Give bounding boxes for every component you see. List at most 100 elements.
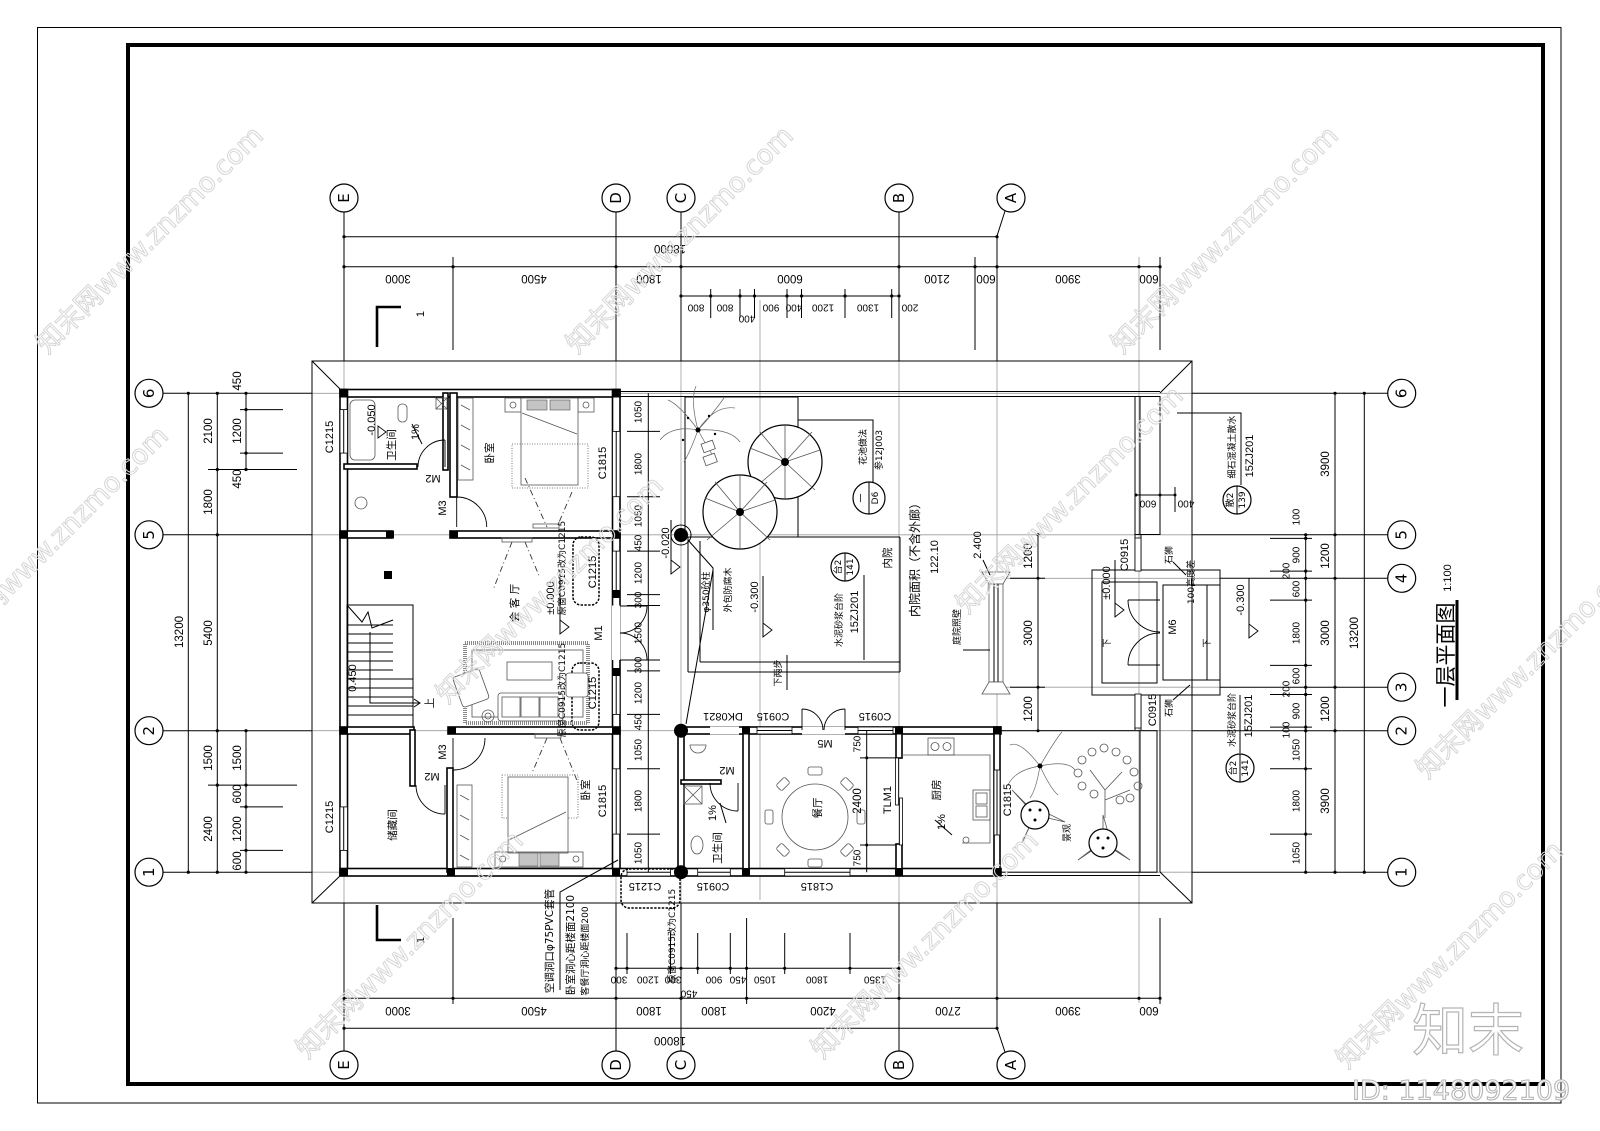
dim-tick	[1137, 996, 1141, 1000]
dim-tick	[342, 235, 346, 239]
dim-label: 1200	[1320, 543, 1332, 569]
dim-tick	[1158, 265, 1162, 269]
axis-bubble-2-right	[1387, 716, 1417, 746]
star-flower	[1077, 814, 1131, 861]
dim-ticks	[627, 430, 660, 835]
shower-drain	[683, 785, 703, 805]
bathtub	[349, 399, 376, 461]
axis-label-a-bottom: A	[1002, 1059, 1020, 1070]
leaf	[1133, 781, 1143, 791]
leaf	[1111, 747, 1121, 757]
dim-tick	[215, 391, 219, 395]
entrance-height-note: 100高度差	[1185, 560, 1197, 604]
blanket-fold	[521, 412, 578, 435]
column	[340, 726, 348, 735]
room-name-bedroom-upper: 卧室	[483, 443, 496, 464]
section-cut-symbol	[375, 905, 401, 942]
ref-circle-top: 台2	[832, 560, 844, 575]
tv-sightline	[556, 491, 573, 528]
dim-tick	[1304, 576, 1308, 580]
door-swing-m2-storage	[415, 784, 446, 815]
column	[895, 726, 903, 735]
label-window-entrance-lower: C0915	[1147, 694, 1159, 726]
steps-note: 水泥砂浆台阶	[1226, 693, 1238, 747]
level-living: ±0.000	[545, 581, 557, 615]
revision-cloud	[620, 868, 681, 909]
ac-note-leader	[559, 859, 619, 990]
dim-tick	[1333, 729, 1337, 733]
column	[340, 389, 348, 398]
section-mark-label: 1	[415, 937, 427, 943]
column	[447, 868, 455, 876]
dim-tick	[451, 996, 455, 1000]
dim-label: 1050	[634, 738, 645, 761]
axis-label-6-left: 6	[140, 389, 158, 399]
dim-tick	[843, 294, 847, 298]
tv-sightline	[492, 541, 513, 591]
wardrobe	[456, 784, 473, 868]
plant-dot	[707, 414, 711, 418]
steps-ref: 15ZJ201	[1243, 695, 1255, 738]
dim-tick	[865, 756, 869, 760]
axis-bubble-6-left	[134, 378, 164, 408]
burner	[930, 742, 940, 751]
dim-label: 1800	[805, 974, 828, 985]
axis-label-1-right: 1	[1393, 867, 1411, 877]
apron-ref: 15ZJ201	[1244, 435, 1256, 478]
dim-tick	[1304, 536, 1308, 541]
column	[895, 868, 903, 876]
axis-bubble-5-left	[134, 520, 164, 550]
column	[386, 530, 394, 539]
stair	[346, 604, 421, 728]
dim-label: 200	[1282, 680, 1293, 697]
window-change-note: 原窗C0915改为C1215	[666, 889, 678, 983]
room-name-living: 会 客 厅	[508, 584, 521, 622]
axis-bubbles: E D C B A E D C B A 6 5 2 1 6 5 4 3	[134, 183, 1417, 1080]
leaf	[1087, 747, 1097, 757]
dim-label: 3000	[1023, 620, 1035, 646]
dim-tick	[1304, 533, 1308, 537]
dim-extension-lines	[452, 257, 1161, 350]
sink-bowl	[975, 792, 988, 805]
screen-wall-height-leader	[982, 559, 991, 576]
column	[993, 726, 1001, 735]
dim-label: 1800	[634, 452, 645, 475]
dim-ticks	[186, 391, 248, 874]
flower-bed-leader	[798, 419, 874, 482]
watermark-text: 知末网www.znzmo.com	[1105, 120, 1344, 359]
dim-label-total: 18000	[654, 1034, 686, 1046]
dim-label: 1200	[232, 418, 244, 444]
dim-tick	[244, 451, 248, 455]
pillow	[549, 399, 571, 411]
dim-label: 1300	[856, 302, 879, 313]
stair-break-line	[346, 604, 394, 629]
plant-center	[695, 427, 701, 433]
dim-tick	[1304, 870, 1308, 874]
dim-tick	[728, 966, 732, 970]
dim-tick	[745, 966, 749, 970]
leaf	[1115, 795, 1125, 805]
dim-tick	[973, 265, 977, 269]
dim-label: 1800	[203, 489, 215, 515]
dim-label: 400	[738, 313, 755, 324]
screen-wall-cap	[981, 681, 1011, 695]
slope-bathroom-upper: 1%	[410, 424, 422, 440]
opening-dk0821	[710, 726, 739, 735]
dim-label: 4500	[521, 272, 547, 284]
label-window-south-bath: C0915	[697, 880, 729, 892]
tree-canopy	[702, 474, 778, 550]
wall-axis-c-lower	[677, 726, 685, 876]
dim-label: 100	[1292, 508, 1303, 525]
dim-tick	[342, 1026, 346, 1030]
dim-label: 2400	[203, 816, 215, 842]
door-swing-m5	[823, 708, 846, 731]
axis-bubble-1-left	[134, 857, 164, 887]
room-name-bathroom-upper: 卫生间	[385, 429, 398, 461]
dim-label: 900	[1292, 546, 1303, 563]
annotations: 原窗C0915改为C1215 原窗C0915改为C1215 原窗C0915改为C…	[543, 415, 1256, 995]
dim-tick	[897, 265, 901, 269]
dimensions-side-passage: 600 400	[1134, 487, 1194, 512]
side-passage	[1134, 396, 1161, 535]
stair-arrow	[413, 698, 421, 708]
dim-label: 1050	[1292, 841, 1303, 864]
